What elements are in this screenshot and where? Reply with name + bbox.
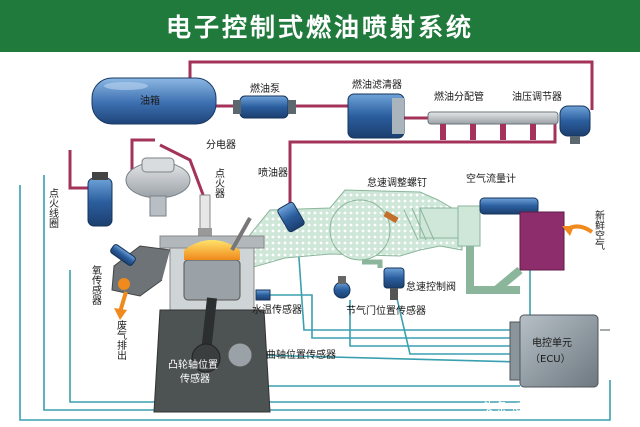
idle-valve-icon xyxy=(362,259,405,300)
label-exhaust: 废气排出 xyxy=(115,319,127,360)
ecu-icon xyxy=(509,314,610,388)
signal-crank xyxy=(254,354,521,363)
label-injector: 喷油器 xyxy=(258,166,288,179)
signal-throttle xyxy=(349,300,520,347)
distributor-icon xyxy=(125,157,191,217)
label-idle-valve: 怠速控制阀 xyxy=(406,280,456,293)
injector-icon xyxy=(277,201,305,233)
signal-ignition xyxy=(43,175,520,411)
coolant-sensor-icon xyxy=(255,289,271,301)
label-ecu-line1: 电控单元 xyxy=(532,336,572,349)
title-bar: 电子控制式燃油喷射系统 xyxy=(0,0,640,52)
label-fuel-tank: 油箱 xyxy=(140,94,160,107)
label-crank-sensor: 曲轴位置传感器 xyxy=(266,348,336,361)
oxygen-sensor-icon xyxy=(110,244,136,266)
spark-plug-icon xyxy=(198,194,212,236)
fuel-pump-icon xyxy=(233,95,296,119)
signal-coolant xyxy=(268,294,520,339)
label-oxygen-sensor: 氧传感器 xyxy=(90,264,102,306)
label-distributor: 分电器 xyxy=(206,138,236,151)
pressure-regulator-icon xyxy=(559,105,591,144)
label-ecu-line2: （ECU） xyxy=(530,353,571,365)
label-idle-screw: 怠速调整螺钉 xyxy=(367,176,427,189)
label-pressure-regulator: 油压调节器 xyxy=(512,90,562,103)
fuel-lines xyxy=(68,60,594,208)
fuel-rail-icon xyxy=(427,111,559,140)
label-fresh-air: 新鲜空气 xyxy=(593,209,605,250)
label-cam-sensor-line2: 传感器 xyxy=(180,372,210,385)
fuel-line-to-injector xyxy=(288,124,557,208)
signal-idle xyxy=(394,289,520,355)
label-spark-plug: 点火器 xyxy=(213,168,225,199)
label-throttle-sensor: 节气门位置传感器 xyxy=(346,304,426,317)
hv-lead-1 xyxy=(130,138,155,170)
label-ignition-coil: 点火线圈 xyxy=(47,188,59,229)
fuel-filter-icon xyxy=(347,93,405,139)
label-fuel-filter: 燃油滤清器 xyxy=(352,78,402,91)
signal-oxygen xyxy=(69,270,520,403)
hv-lead-2 xyxy=(68,150,92,190)
label-fuel-rail: 燃油分配管 xyxy=(434,90,484,103)
ignition-coil-icon xyxy=(87,172,113,227)
label-cam-sensor-line1: 凸轮轴位置 xyxy=(168,358,218,371)
label-coolant-sensor: 水温传感器 xyxy=(252,303,302,316)
throttle-sensor-icon xyxy=(333,276,351,299)
fuel-return-line xyxy=(188,60,594,110)
throttle-body-icon xyxy=(383,205,520,294)
fresh-air-arrow-icon xyxy=(562,224,594,236)
label-air-flow-meter: 空气流量计 xyxy=(466,172,516,185)
page-title: 电子控制式燃油喷射系统 xyxy=(165,13,474,42)
watermark: 头条 @科技智能制造 xyxy=(482,400,603,416)
hv-lead-3 xyxy=(159,143,207,201)
fuel-tank-icon xyxy=(91,77,217,125)
exhaust-arrow-icon xyxy=(114,291,128,320)
intake-valve-icon xyxy=(230,217,252,251)
air-filter-icon xyxy=(479,197,565,294)
piston-icon xyxy=(183,240,253,373)
signal-outer-loop xyxy=(19,185,611,421)
label-fuel-pump: 燃油泵 xyxy=(250,82,280,95)
